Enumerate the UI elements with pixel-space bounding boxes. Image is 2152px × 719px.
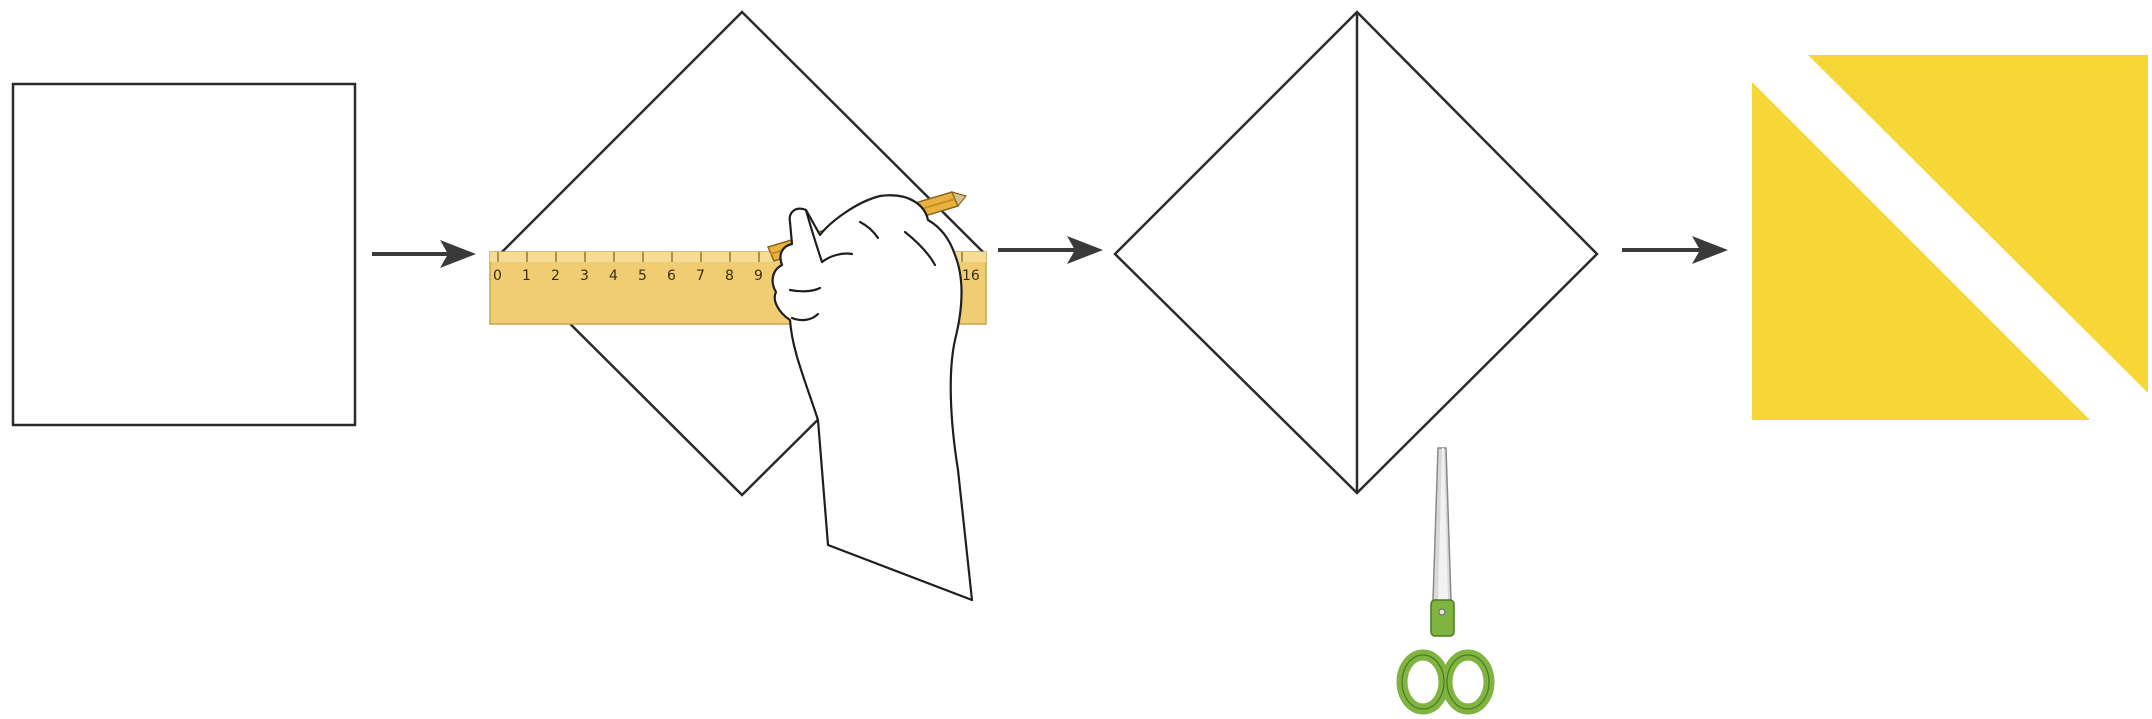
step-diagonal-drawn <box>1115 12 1597 709</box>
ruler-tick-16: 16 <box>962 268 980 284</box>
arrow-right-icon <box>998 236 1103 264</box>
ruler-tick-1: 1 <box>522 268 531 284</box>
hand-icon <box>773 195 972 600</box>
paper-square <box>13 84 355 425</box>
ruler-tick-8: 8 <box>725 268 734 284</box>
step-square <box>13 84 355 425</box>
ruler-tick-0: 0 <box>493 268 502 284</box>
ruler-tick-2: 2 <box>551 268 560 284</box>
ruler-tick-3: 3 <box>580 268 589 284</box>
ruler-tick-9: 9 <box>754 268 763 284</box>
ruler-tick-4: 4 <box>609 268 618 284</box>
scissors-icon <box>1402 448 1489 709</box>
step-draw-diagonal: 0 1 2 3 4 5 6 7 8 9 16 <box>490 12 986 600</box>
ruler-tick-5: 5 <box>638 268 647 284</box>
arrow-right-icon <box>1622 236 1728 264</box>
arrow-right-icon <box>372 240 476 268</box>
ruler-tick-6: 6 <box>667 268 676 284</box>
ruler-tick-7: 7 <box>696 268 705 284</box>
step-cut-triangles <box>1752 55 2148 420</box>
